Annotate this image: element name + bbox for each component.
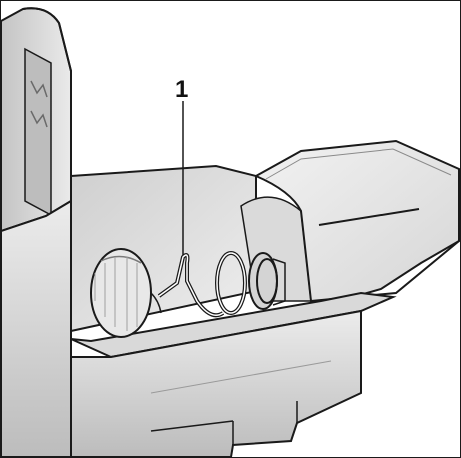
lower-body (70, 309, 362, 457)
cylinder-part (90, 248, 162, 338)
callout-label-1: 1 (175, 76, 188, 103)
callout-1: 1 (175, 76, 188, 255)
coil-spring (157, 251, 286, 318)
housing-left (1, 7, 72, 457)
